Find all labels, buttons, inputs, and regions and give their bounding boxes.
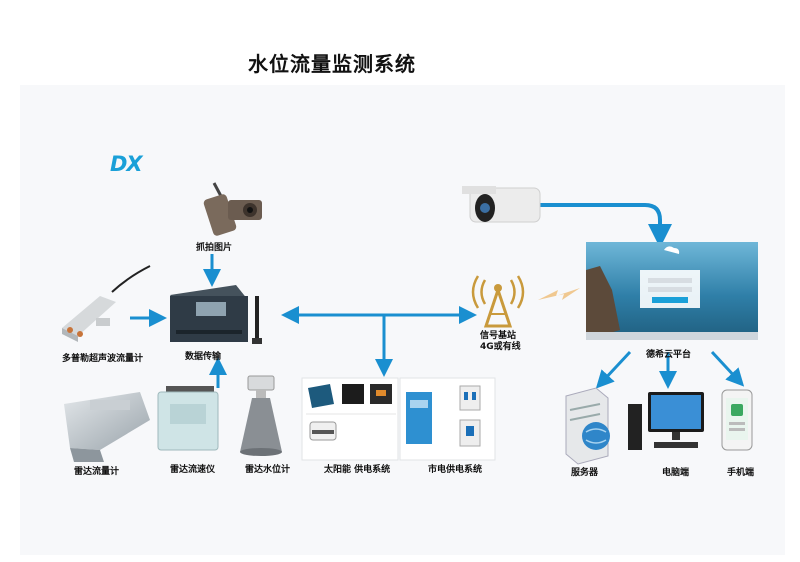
mobile-device: [721, 389, 753, 451]
brand-logo: DX: [110, 152, 143, 176]
radar-level-device: [240, 375, 282, 456]
arrow-cloud-to-server: [595, 350, 632, 389]
arrow-camera-to-cloud: [540, 203, 672, 248]
solar-power-panel: [301, 377, 399, 461]
signal-tower: [471, 275, 525, 328]
radar-flow-meter-device: [64, 392, 150, 462]
label-solar: 太阳能 供电系统: [324, 465, 391, 475]
mains-power-panel: [399, 377, 496, 461]
label-radar-level: 雷达水位计: [245, 465, 291, 475]
label-pc: 电脑端: [662, 468, 690, 478]
label-server: 服务器: [571, 468, 599, 478]
label-base-station: 信号基站 4G或有线: [480, 331, 521, 352]
data-logger: [170, 285, 262, 344]
server-device: [565, 387, 610, 465]
arrow-cloud-to-mobile: [710, 350, 745, 387]
connection-arrows: [130, 203, 745, 389]
label-capture: 抓拍图片: [196, 243, 233, 253]
doppler-flow-meter: [62, 265, 151, 342]
label-mobile: 手机端: [727, 468, 755, 478]
diagram-title: 水位流量监测系统: [248, 52, 416, 76]
label-radar-velocity: 雷达流速仪: [170, 465, 216, 475]
label-doppler: 多普勒超声波流量计: [62, 354, 144, 364]
radar-velocity-device: [157, 386, 219, 451]
label-mains: 市电供电系统: [428, 465, 483, 475]
bullet-camera: [462, 186, 541, 223]
wireless-signal: [538, 288, 580, 300]
capture-camera: [203, 182, 262, 236]
label-cloud: 德希云平台: [646, 350, 692, 360]
pc-device: [628, 392, 704, 450]
cloud-platform-screen: [586, 242, 758, 340]
label-radar-flow-meter: 雷达流量计: [74, 467, 120, 477]
label-data-transfer: 数据传输: [185, 352, 222, 362]
